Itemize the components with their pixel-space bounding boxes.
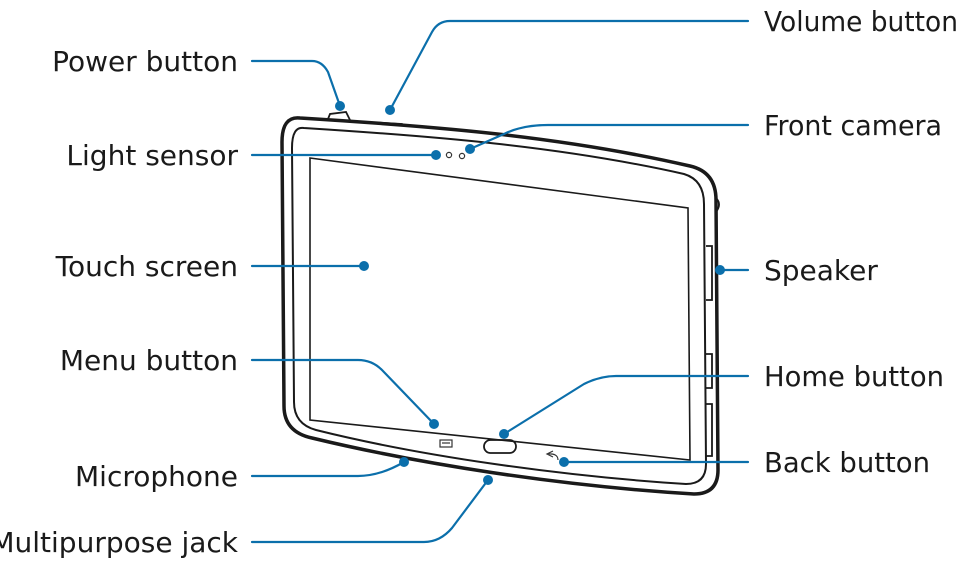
label-back-button: Back button bbox=[764, 446, 930, 479]
dot-speaker bbox=[715, 265, 725, 275]
back-key-icon bbox=[545, 450, 559, 461]
label-touch-screen: Touch screen bbox=[55, 250, 238, 283]
dot-back-button bbox=[559, 457, 569, 467]
right-edge-slot-1 bbox=[706, 353, 713, 389]
label-front-camera: Front camera bbox=[764, 109, 942, 142]
dot-power-button bbox=[335, 101, 345, 111]
dot-light-sensor bbox=[431, 150, 441, 160]
leader-microphone bbox=[250, 460, 406, 478]
callouts bbox=[250, 19, 750, 544]
dot-touch-screen bbox=[359, 261, 369, 271]
menu-key-icon bbox=[439, 439, 453, 448]
labels: Power button Light sensor Touch screen M… bbox=[0, 5, 958, 559]
dot-multipurpose-jack bbox=[483, 475, 493, 485]
label-home-button: Home button bbox=[764, 360, 944, 393]
dot-menu-button bbox=[429, 419, 439, 429]
leader-power-button bbox=[250, 59, 342, 108]
dot-microphone bbox=[399, 457, 409, 467]
label-microphone: Microphone bbox=[75, 460, 238, 493]
dot-home-button bbox=[499, 429, 509, 439]
leader-volume-button bbox=[388, 19, 750, 112]
label-menu-button: Menu button bbox=[60, 344, 238, 377]
light-sensor-lens bbox=[445, 151, 453, 159]
tablet-device bbox=[280, 111, 720, 496]
label-light-sensor: Light sensor bbox=[66, 139, 238, 172]
label-speaker: Speaker bbox=[764, 254, 878, 287]
label-multipurpose-jack: Multipurpose jack bbox=[0, 526, 239, 559]
label-volume-button: Volume button bbox=[764, 5, 958, 38]
dot-front-camera bbox=[465, 144, 475, 154]
leader-home-button bbox=[502, 374, 750, 436]
tablet-bezel bbox=[290, 126, 708, 486]
tablet-screen bbox=[309, 157, 691, 461]
right-edge-slot-2 bbox=[706, 403, 713, 457]
leader-multipurpose-jack bbox=[250, 478, 490, 544]
right-edge-jack bbox=[715, 197, 720, 213]
leader-front-camera bbox=[468, 123, 750, 151]
right-edge-speaker-grille bbox=[706, 245, 713, 301]
sensor-lens-2 bbox=[458, 152, 466, 160]
dot-volume-button bbox=[385, 105, 395, 115]
label-power-button: Power button bbox=[52, 45, 238, 78]
home-key bbox=[483, 439, 517, 454]
leader-menu-button bbox=[250, 358, 436, 426]
